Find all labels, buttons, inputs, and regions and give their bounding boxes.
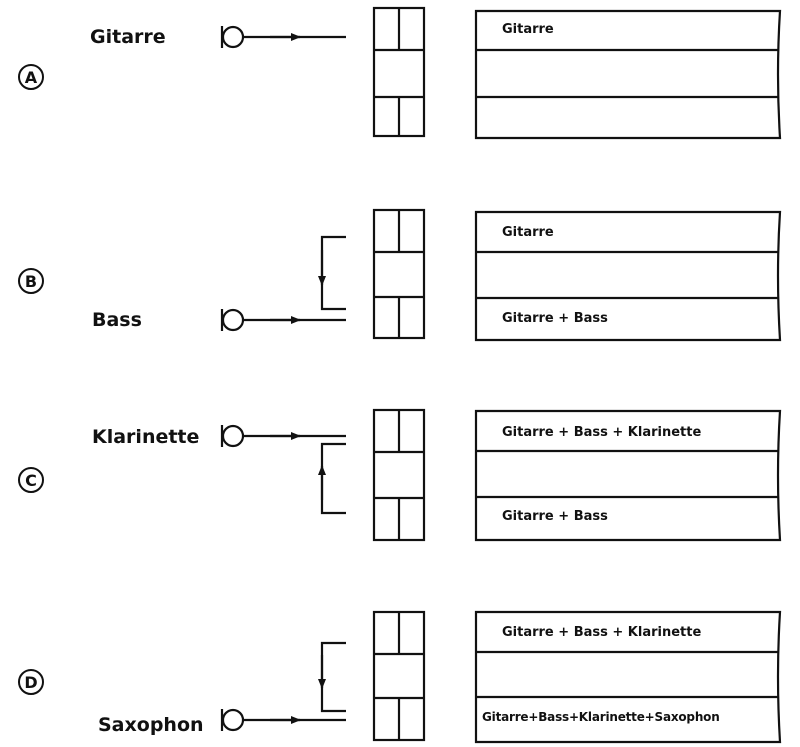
track-label-top: Gitarre <box>502 22 554 37</box>
track-label-top: Gitarre + Bass + Klarinette <box>502 425 702 440</box>
tape-head-block <box>372 6 426 138</box>
panel-c-graphics <box>220 408 782 542</box>
tape-head-block <box>372 408 426 542</box>
panel-letter-d: D <box>18 669 44 695</box>
panel-letter-a: A <box>18 64 44 90</box>
tape-strip <box>474 409 782 542</box>
feedback-line <box>320 235 346 311</box>
instrument-label-bass: Bass <box>92 309 142 331</box>
tape-strip <box>474 610 782 744</box>
microphone-icon <box>220 308 245 332</box>
track-label-bottom: Gitarre+Bass+Klarinette+Saxophon <box>482 710 720 724</box>
tape-head-block <box>372 610 426 742</box>
instrument-label-saxophone: Saxophon <box>98 714 204 736</box>
tape-head-block <box>372 208 426 340</box>
track-label-top: Gitarre + Bass + Klarinette <box>502 625 702 640</box>
tape-strip <box>474 9 782 140</box>
microphone-icon <box>220 424 245 448</box>
tape-strip <box>474 210 782 342</box>
instrument-label-guitar: Gitarre <box>90 26 166 48</box>
panel-b-graphics <box>220 208 782 342</box>
track-label-top: Gitarre <box>502 225 554 240</box>
track-label-bottom: Gitarre + Bass <box>502 509 608 524</box>
feedback-line <box>320 641 346 713</box>
instrument-label-clarinet: Klarinette <box>92 426 200 448</box>
panel-letter-c: C <box>18 467 44 493</box>
panel-d-graphics <box>220 610 782 744</box>
track-label-bottom: Gitarre + Bass <box>502 311 608 326</box>
panel-a-graphics <box>220 6 782 140</box>
microphone-icon <box>220 25 245 49</box>
microphone-icon <box>220 708 245 732</box>
feedback-line <box>320 442 346 515</box>
panel-letter-b: B <box>18 268 44 294</box>
